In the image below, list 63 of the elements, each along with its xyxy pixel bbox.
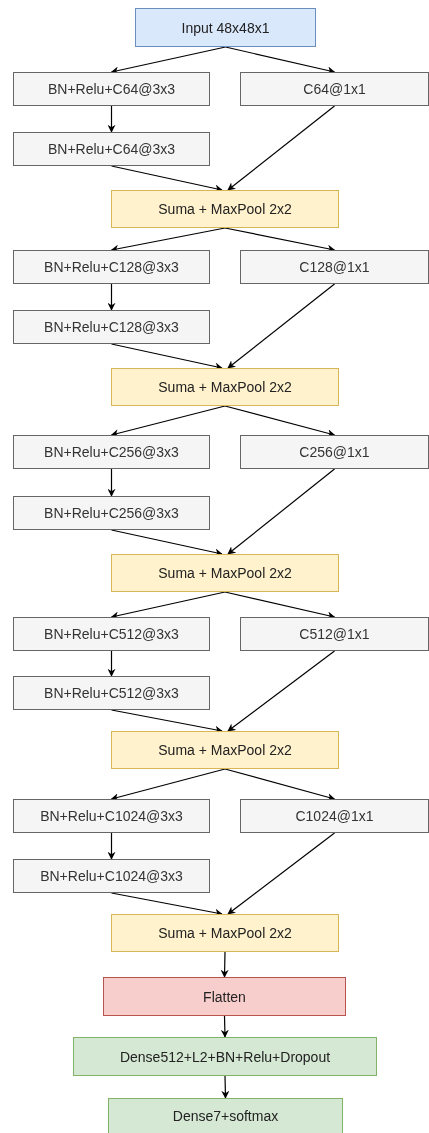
- arrow: [107, 832, 116, 860]
- layer-box: [240, 72, 429, 106]
- layer-label: BN+Relu+C256@3x3: [44, 505, 179, 521]
- arrow: [227, 105, 336, 191]
- arrow: [107, 650, 116, 677]
- layer-label: Flatten: [203, 988, 246, 1005]
- layer-label: BN+Relu+C64@3x3: [47, 141, 176, 157]
- layer-box: [103, 977, 346, 1016]
- layer-label: BN+Relu+C128@3x3: [44, 259, 179, 275]
- layer-label: Suma + MaxPool 2x2: [158, 565, 292, 581]
- layer-box: [13, 859, 210, 893]
- layer-label: C64@1x1: [303, 81, 366, 97]
- arrow: [220, 1015, 229, 1038]
- layer-label: C1024@1x1: [295, 808, 374, 824]
- layer-box: [13, 676, 210, 710]
- layer-label: Dense512+L2+BN+Relu+Dropout: [119, 1048, 331, 1065]
- arrow: [220, 951, 229, 978]
- arrow: [221, 1075, 230, 1099]
- arrow: [227, 650, 336, 732]
- layer-label: BN+Relu+C256@3x3: [44, 444, 179, 460]
- arrow: [224, 768, 336, 801]
- layer-label: C512@1x1: [299, 626, 370, 642]
- layer-box: [111, 731, 339, 769]
- layer-box: [111, 368, 339, 406]
- layer-label: Suma + MaxPool 2x2: [158, 742, 292, 758]
- arrow: [107, 105, 116, 133]
- layer-box: [13, 310, 210, 344]
- layer-label: BN+Relu+C512@3x3: [44, 626, 179, 642]
- layer-label: Suma + MaxPool 2x2: [158, 201, 292, 217]
- arrow: [227, 832, 336, 915]
- layer-label: Input 48x48x1: [181, 19, 270, 36]
- layer-box: [111, 554, 339, 592]
- layer-box: [240, 250, 429, 284]
- layer-label: BN+Relu+C1024@3x3: [40, 868, 183, 884]
- layer-box: [13, 250, 210, 284]
- layer-box: [13, 799, 210, 833]
- layer-box: [73, 1037, 377, 1076]
- layer-box: [108, 1098, 343, 1133]
- layer-label: BN+Relu+C512@3x3: [44, 685, 179, 701]
- layer-label: Suma + MaxPool 2x2: [158, 379, 292, 395]
- layer-label: C256@1x1: [299, 444, 370, 460]
- layer-box: [111, 914, 339, 952]
- layer-box: [13, 617, 210, 651]
- arrow: [107, 283, 116, 311]
- layer-label: C128@1x1: [299, 259, 370, 275]
- layer-label: BN+Relu+C128@3x3: [44, 319, 179, 335]
- layer-box: [240, 799, 429, 833]
- layer-label: Dense7+softmax: [172, 1108, 279, 1124]
- arrow: [224, 405, 336, 437]
- arrow: [227, 283, 336, 369]
- layer-box: [13, 435, 210, 469]
- layer-box: [13, 132, 210, 166]
- layer-label: Suma + MaxPool 2x2: [158, 925, 292, 941]
- layer-box: [13, 496, 210, 530]
- layer-label: BN+Relu+C1024@3x3: [40, 808, 183, 824]
- layer-box: [111, 190, 339, 228]
- arrow: [107, 468, 116, 497]
- arrow: [227, 468, 336, 555]
- layer-box: [135, 8, 316, 47]
- layer-label: BN+Relu+C64@3x3: [47, 81, 176, 97]
- layer-box: [13, 72, 210, 106]
- layer-box: [240, 435, 429, 469]
- layer-box: [240, 617, 429, 651]
